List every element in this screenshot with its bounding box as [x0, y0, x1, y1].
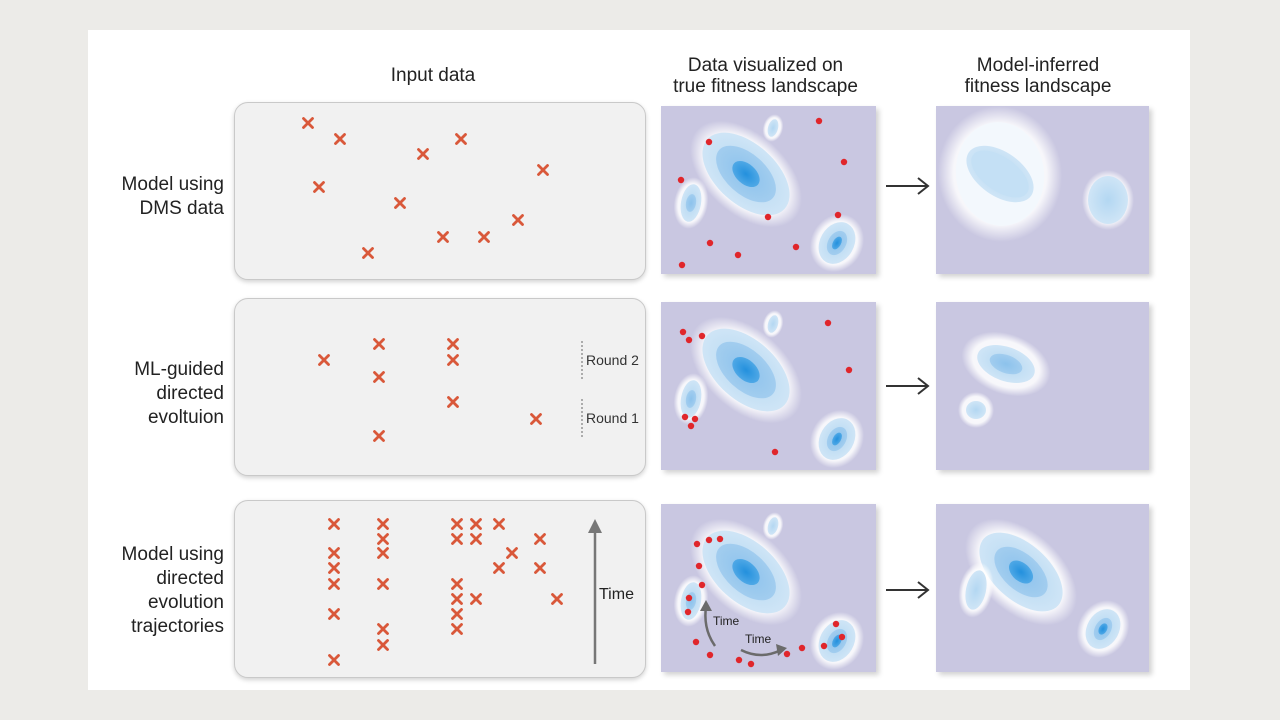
- input-panel-trajectories: Time: [234, 500, 646, 678]
- data-point: [840, 158, 848, 166]
- data-point: [824, 319, 832, 327]
- time-curve-arrowhead: [700, 600, 712, 611]
- data-point: [687, 422, 695, 430]
- dms-sequences: [285, 117, 577, 259]
- input-panel-ml-guided: Round 2 Round 1: [234, 298, 646, 476]
- model-landscape-trajectories: [936, 504, 1149, 672]
- arrow-right-icon: [886, 377, 930, 395]
- data-point: [747, 660, 755, 668]
- data-point: [832, 620, 840, 628]
- round-1-label: Round 1: [586, 410, 639, 426]
- time-arrow-head: [588, 519, 602, 533]
- data-point: [845, 366, 853, 374]
- data-points: [677, 117, 848, 269]
- header-model-landscape: Model-inferred fitness landscape: [964, 55, 1112, 97]
- data-point: [798, 644, 806, 652]
- data-point: [764, 213, 772, 221]
- data-point: [771, 448, 779, 456]
- data-point: [681, 413, 689, 421]
- arrow-right-icon: [886, 581, 930, 599]
- model-landscape-ml-guided: [936, 302, 1149, 470]
- data-point: [684, 608, 692, 616]
- data-point: [706, 651, 714, 659]
- row-label-dms: Model using DMS data: [121, 174, 224, 219]
- arrow-right-icon: [886, 177, 930, 195]
- data-point: [695, 562, 703, 570]
- trajectory-sequences: Time: [285, 518, 634, 666]
- true-landscape-dms: [661, 106, 876, 274]
- data-points: [684, 535, 846, 668]
- model-landscape-dms: [936, 106, 1149, 274]
- data-point: [706, 239, 714, 247]
- ml-guided-sequences: Round 2 Round 1: [285, 338, 639, 442]
- data-point: [820, 642, 828, 650]
- input-panel-dms: [234, 102, 646, 280]
- row-label-trajectories: Model using directed evolution trajector…: [121, 544, 224, 637]
- time-curve-arrowhead: [776, 644, 787, 656]
- landscape-time-label: Time: [745, 632, 772, 646]
- data-point: [693, 540, 701, 548]
- data-point: [815, 117, 823, 125]
- data-point: [705, 536, 713, 544]
- data-point: [716, 535, 724, 543]
- data-point: [734, 251, 742, 259]
- data-points: [679, 319, 853, 456]
- header-true-landscape: Data visualized on true fitness landscap…: [673, 55, 858, 97]
- data-point: [691, 415, 699, 423]
- true-landscape-ml-guided: [661, 302, 876, 470]
- data-point: [678, 261, 686, 269]
- data-point: [783, 650, 791, 658]
- data-point: [792, 243, 800, 251]
- data-point: [698, 581, 706, 589]
- round-2-label: Round 2: [586, 352, 639, 368]
- data-point: [834, 211, 842, 219]
- data-point: [685, 594, 693, 602]
- data-point: [679, 328, 687, 336]
- figure: Input data Data visualized on true fitne…: [88, 30, 1190, 690]
- row-label-ml-guided: ML-guided directed evoltuion: [134, 359, 224, 428]
- data-point: [838, 633, 846, 641]
- data-point: [705, 138, 713, 146]
- data-point: [692, 638, 700, 646]
- header-input-data: Input data: [390, 65, 476, 86]
- landscape-time-label: Time: [713, 614, 740, 628]
- time-label: Time: [599, 586, 634, 603]
- data-point: [735, 656, 743, 664]
- data-point: [685, 336, 693, 344]
- data-point: [677, 176, 685, 184]
- data-point: [698, 332, 706, 340]
- true-landscape-trajectories: Time Time: [661, 504, 876, 672]
